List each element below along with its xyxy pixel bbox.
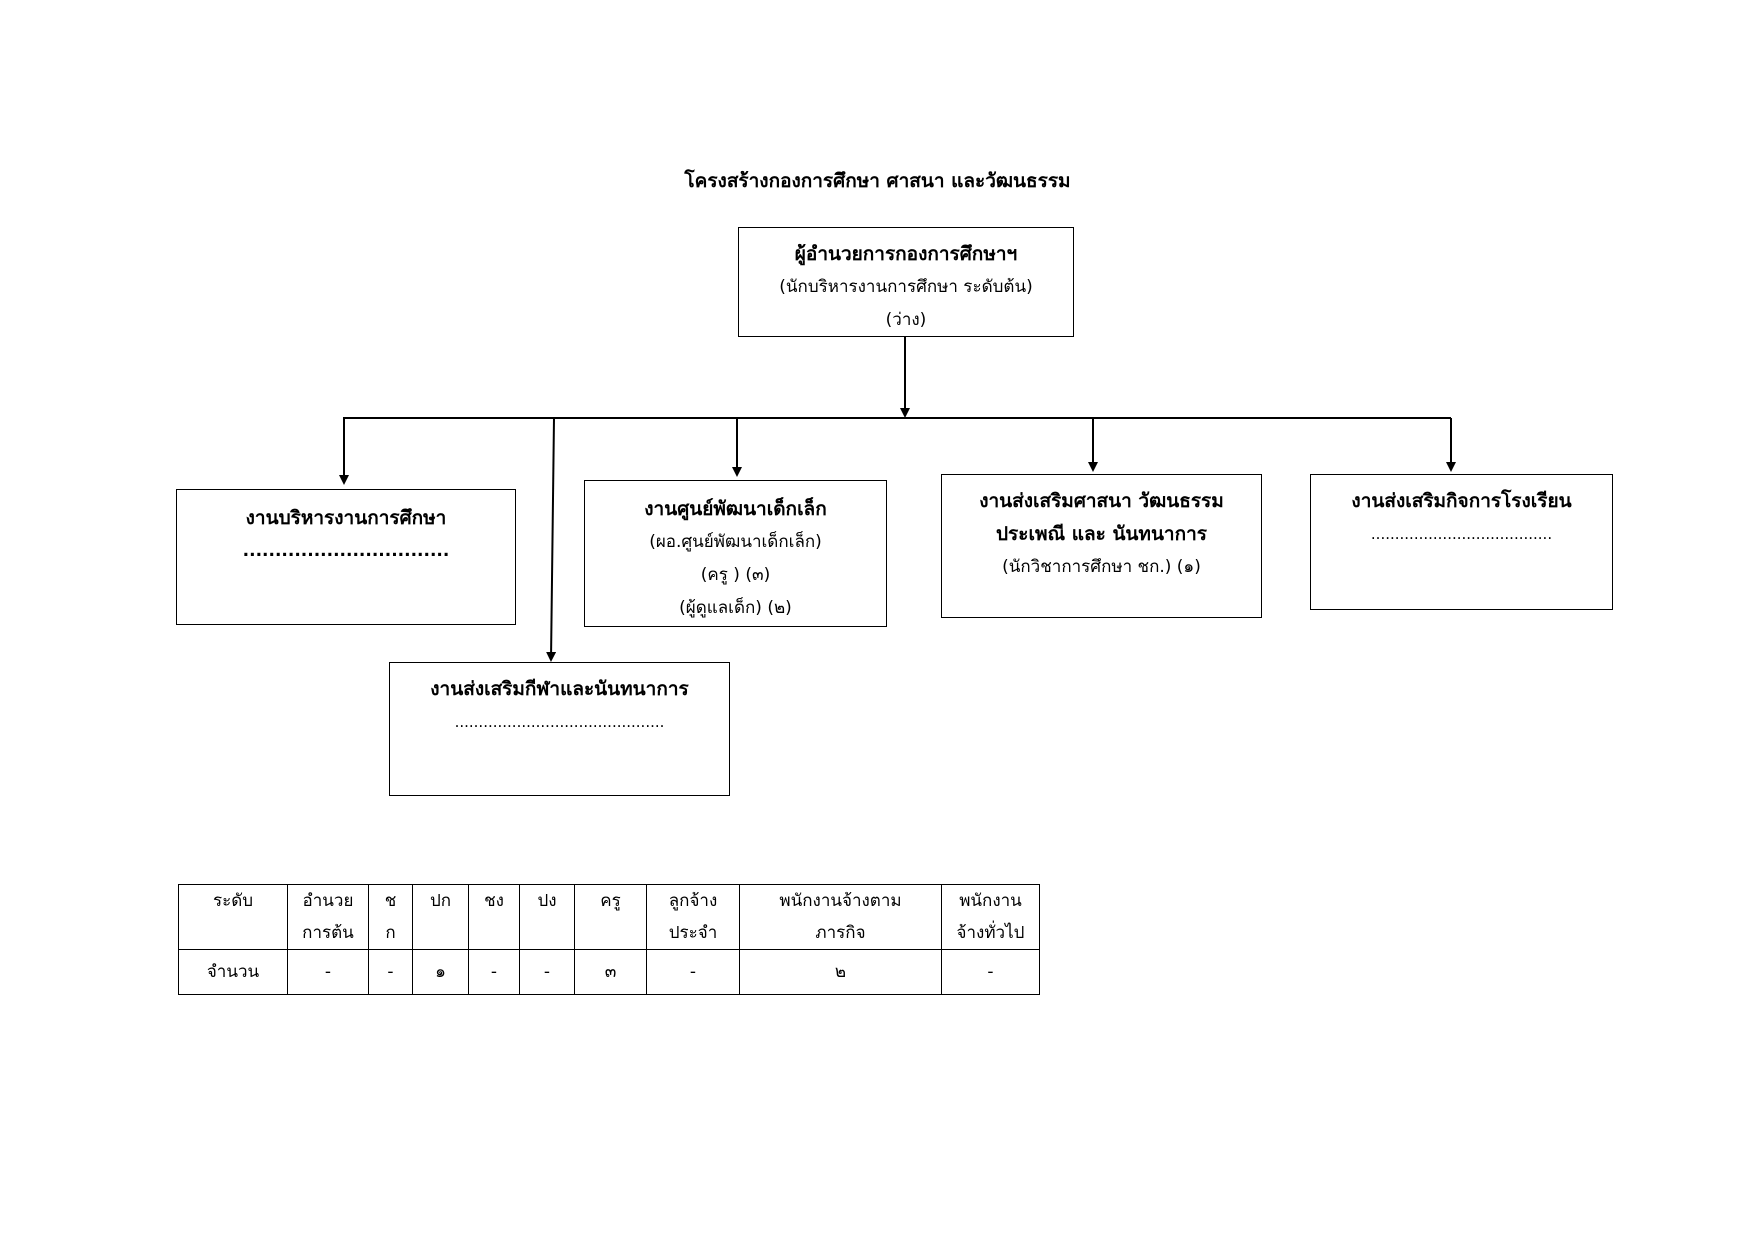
director-status: (ว่าง) — [885, 310, 927, 330]
table-cell: - — [519, 949, 575, 995]
director-box: ผู้อำนวยการกองการศึกษาฯ (นักบริหารงานการ… — [738, 227, 1074, 337]
unit-religion-culture-title-1: งานส่งเสริมศาสนา วัฒนธรรม — [979, 490, 1224, 512]
unit-education-admin-staff: ................................ — [242, 541, 450, 561]
table-cell: ๑ — [412, 949, 469, 995]
unit-sports-recreation-box: งานส่งเสริมกีฬาและนันทนาการ ............… — [389, 662, 730, 796]
director-position: (นักบริหารงานการศึกษา ระดับต้น) — [779, 277, 1033, 297]
table-cell: - — [941, 949, 1040, 995]
header-ch-k: ชก — [368, 884, 413, 950]
header-mission-employee: พนักงานจ้างตามภารกิจ — [739, 884, 942, 950]
chart-title: โครงสร้างกองการศึกษา ศาสนา และวัฒนธรรม — [684, 170, 1071, 192]
unit-religion-culture-box: งานส่งเสริมศาสนา วัฒนธรรม ประเพณี และ นั… — [941, 474, 1262, 618]
unit-religion-culture-staff: (นักวิชาการศึกษา ชก.) (๑) — [1002, 557, 1201, 577]
unit-school-affairs-staff: ...................................... — [1370, 525, 1553, 543]
unit-religion-culture-title-2: ประเพณี และ นันทนาการ — [996, 523, 1207, 545]
header-director-level: อำนวยการต้น — [287, 884, 369, 950]
unit-education-admin-title: งานบริหารงานการศึกษา — [245, 507, 447, 529]
unit-child-center-director: (ผอ.ศูนย์พัฒนาเด็กเล็ก) — [649, 532, 822, 552]
table-cell: - — [368, 949, 413, 995]
staff-count-table: ระดับ อำนวยการต้น ชก ปก ชง ปง ครู ลูกจ้า… — [178, 884, 1040, 995]
unit-education-admin-box: งานบริหารงานการศึกษา ...................… — [176, 489, 516, 625]
table-header-row: ระดับ อำนวยการต้น ชก ปก ชง ปง ครู ลูกจ้า… — [178, 884, 1040, 950]
table-cell: ๓ — [574, 949, 647, 995]
header-chg: ชง — [468, 884, 520, 950]
unit-child-center-title: งานศูนย์พัฒนาเด็กเล็ก — [644, 498, 827, 520]
unit-child-center-caretakers: (ผู้ดูแลเด็ก) (๒) — [679, 598, 792, 618]
table-cell: - — [287, 949, 369, 995]
arrow-sports-recreation — [546, 417, 557, 662]
director-title: ผู้อำนวยการกองการศึกษาฯ — [794, 243, 1018, 265]
header-pk: ปก — [412, 884, 469, 950]
unit-school-affairs-title: งานส่งเสริมกิจการโรงเรียน — [1351, 490, 1572, 512]
header-teacher: ครู — [574, 884, 647, 950]
unit-school-affairs-box: งานส่งเสริมกิจการโรงเรียน ..............… — [1310, 474, 1613, 610]
table-cell: ๒ — [739, 949, 942, 995]
table-cell: - — [646, 949, 740, 995]
table-cell: - — [468, 949, 520, 995]
header-general-employee: พนักงานจ้างทั่วไป — [941, 884, 1040, 950]
table-row: จำนวน - - ๑ - - ๓ - ๒ - — [178, 949, 1040, 995]
header-level: ระดับ — [178, 884, 288, 950]
unit-child-center-teachers: (ครู ) (๓) — [700, 565, 771, 585]
header-pg: ปง — [519, 884, 575, 950]
unit-child-center-box: งานศูนย์พัฒนาเด็กเล็ก (ผอ.ศูนย์พัฒนาเด็ก… — [584, 480, 887, 627]
table-cell: จำนวน — [178, 949, 288, 995]
unit-sports-recreation-title: งานส่งเสริมกีฬาและนันทนาการ — [430, 678, 689, 700]
unit-sports-recreation-staff: ........................................… — [454, 713, 665, 731]
header-permanent-employee: ลูกจ้างประจำ — [646, 884, 740, 950]
